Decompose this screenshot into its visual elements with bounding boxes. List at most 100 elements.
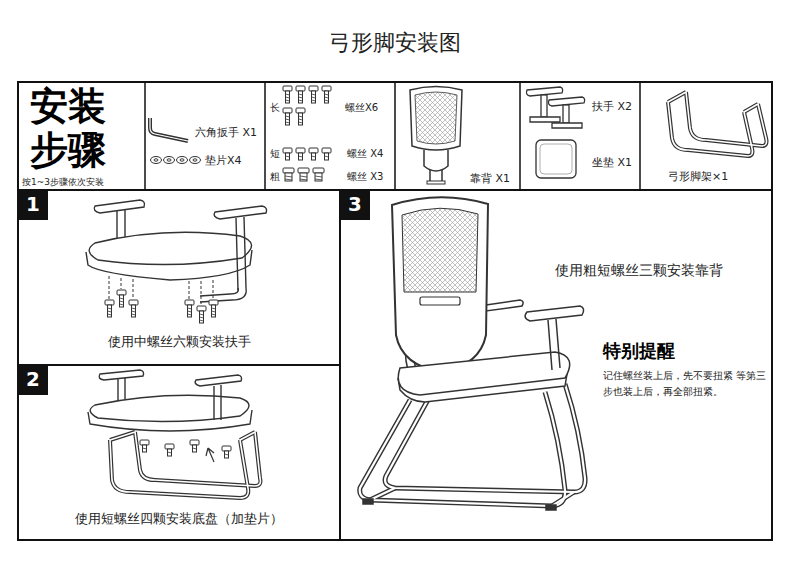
step2-illustration (214, 385, 221, 420)
parts-cell: 六角扳手 X1垫片X4 (145, 82, 265, 190)
step1-illustration (209, 300, 218, 317)
step2-illustration (99, 370, 143, 380)
step3-illustration (398, 352, 569, 395)
step1-illustration (236, 217, 246, 290)
step-number-badge: 3 (340, 190, 370, 220)
frame-grid (18, 82, 772, 540)
backrest-part (424, 150, 448, 171)
step-number-badge: 1 (18, 190, 48, 220)
part-label: 短 (270, 148, 280, 160)
step3-illustration (360, 384, 585, 506)
washers (193, 159, 197, 161)
screw-set (283, 86, 331, 181)
hex-key (150, 118, 188, 141)
frame-grid (18, 82, 772, 540)
step2-illustration (88, 370, 260, 498)
washers (154, 159, 158, 161)
sled-frame-part (668, 92, 767, 156)
armrest-parts (541, 95, 547, 117)
diagram-title: 弓形脚安装图 (0, 28, 790, 58)
step3-illustration (548, 319, 560, 370)
sled-frame-part (668, 92, 758, 112)
step2-illustration (90, 395, 249, 421)
part-label: 坐垫 X1 (592, 156, 632, 169)
armrest-parts (526, 87, 584, 128)
step2-illustration (135, 432, 260, 486)
washers (167, 159, 171, 161)
step-instruction: 使用短螺丝四颗安装底盘（加垫片） (18, 511, 340, 526)
part-label: 长 (270, 102, 280, 114)
step2-illustration (110, 432, 255, 440)
step1-illustration (86, 200, 267, 323)
warning-note: 记住螺丝装上后，先不要扭紧 等第三步也装上后，再全部扭紧。 (603, 368, 768, 400)
warning-heading: 特别提醒 (603, 340, 675, 362)
step2-illustration (195, 375, 241, 386)
armrest-parts (563, 105, 569, 123)
step-panel: 使用粗短螺丝三颗安装靠背特别提醒记住螺丝装上后，先不要扭紧 等第三步也装上后，再… (340, 190, 772, 540)
part-label: 螺丝 X3 (347, 171, 383, 183)
screw-set (296, 108, 305, 125)
step2-illustration (165, 444, 174, 456)
callout-number: 1 (18, 190, 48, 220)
sled-frame-part (668, 92, 767, 156)
washers (151, 157, 201, 164)
step2-illustration (110, 432, 255, 440)
step1-illustration (200, 288, 246, 302)
step3-illustration (525, 306, 584, 321)
callout-number: 3 (340, 190, 370, 220)
part-label: 弓形脚架×1 (668, 170, 728, 183)
screw-set (283, 168, 294, 181)
step-panel: 使用短螺丝四颗安装底盘（加垫片）2 (18, 365, 340, 540)
step2-illustration (222, 446, 231, 458)
step-panel: 使用中螺丝六颗安装扶手1 (18, 190, 340, 365)
heading-text: 安装步骤 (30, 85, 112, 172)
sled-frame-part (668, 92, 758, 112)
screw-set (309, 148, 318, 160)
screw-set (296, 148, 305, 160)
backrest-part (410, 87, 462, 185)
screw-set (313, 168, 324, 181)
sled-frame-part (668, 92, 767, 156)
step2-illustration (110, 440, 248, 498)
armrest-parts (530, 117, 560, 122)
screw-set (309, 86, 318, 103)
backrest-part (427, 181, 445, 184)
sled-frame-part (686, 92, 767, 146)
step2-illustration (110, 440, 248, 498)
step2-illustration (110, 432, 260, 498)
seat-cushion-part (536, 140, 576, 178)
step2-illustration (110, 432, 260, 498)
part-label: 扶手 X2 (592, 100, 632, 113)
step1-illustration (105, 300, 114, 317)
step1-illustration (197, 306, 206, 323)
parts-cell: 扶手 X2 坐垫 X1 (520, 82, 640, 190)
sled-frame-part (686, 92, 767, 146)
part-label: 粗 (270, 171, 280, 183)
step1-illustration (129, 300, 138, 317)
step3-illustration (360, 384, 585, 506)
washers (151, 157, 162, 164)
hex-key (150, 118, 188, 141)
step1-illustration (214, 206, 266, 219)
step3-illustration (360, 197, 585, 510)
parts-cell: 靠背 X1 (395, 82, 520, 190)
washers (180, 159, 184, 161)
armrest-parts (552, 123, 582, 128)
part-label: 靠背 X1 (470, 172, 510, 185)
step3-illustration (360, 384, 585, 506)
backrest-part (415, 92, 457, 144)
frame-grid (18, 364, 340, 366)
washers (164, 157, 175, 164)
step3-illustration (420, 297, 460, 305)
step-instruction: 使用粗短螺丝三颗安装靠背 (555, 262, 723, 279)
step1-illustration (89, 232, 251, 264)
screw-set (298, 168, 309, 181)
parts-cell: 长螺丝X6短螺丝 X4粗螺丝 X3 (265, 82, 395, 190)
step2-illustration (190, 440, 199, 452)
part-label: 六角扳手 X1 (195, 126, 257, 139)
screw-set (283, 148, 292, 160)
hex-key (150, 118, 188, 141)
step3-illustration (370, 488, 574, 506)
backrest-part (410, 87, 462, 151)
